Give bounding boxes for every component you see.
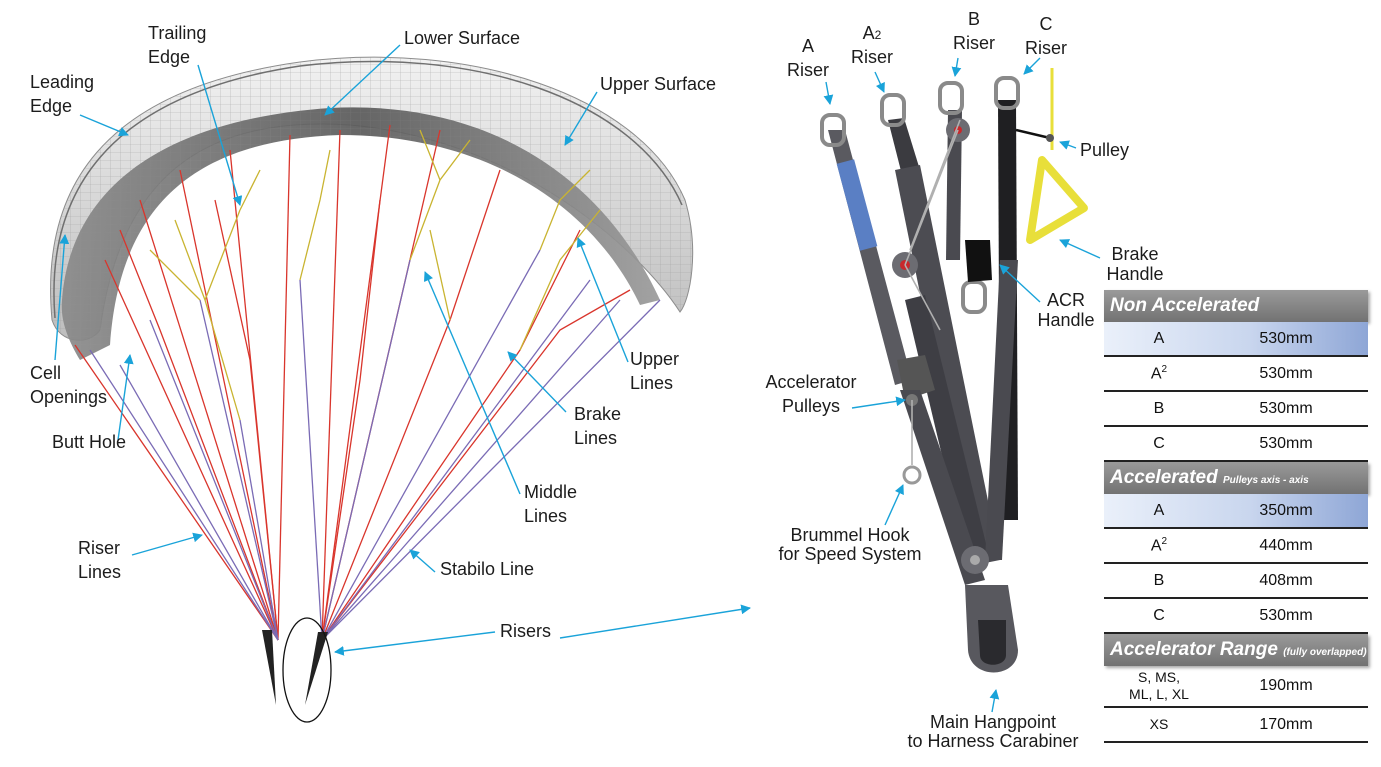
b-riser-maillon [938, 81, 964, 115]
label-upper-surface: Upper Surface [600, 74, 716, 94]
riser-highlight-ring [282, 617, 332, 723]
c-riser-maillon [994, 76, 1020, 110]
table-header-accelerated: Accelerated Pulleys axis - axis [1104, 462, 1368, 494]
a2-riser-maillon [880, 93, 906, 127]
brummel-hook [902, 465, 922, 485]
label-stabilo-line: Stabilo Line [440, 559, 534, 579]
right-riser [305, 632, 328, 705]
riser-set [820, 68, 1088, 673]
a-riser-blue-section [836, 159, 878, 251]
left-riser [262, 630, 276, 705]
paraglider-wing [50, 56, 694, 723]
annotation-arrows [54, 44, 1101, 713]
acr-handle [965, 240, 992, 282]
brake-pulley-cord [1015, 128, 1051, 140]
accelerator-pulley-block [897, 355, 935, 400]
table-header-non-accelerated: Non Accelerated [1104, 290, 1368, 322]
table-header-accelerator-range: Accelerator Range (fully overlapped) [1104, 634, 1368, 666]
suspension-lines [74, 124, 661, 641]
a-riser-maillon [820, 113, 846, 147]
label-lower-surface: Lower Surface [404, 28, 520, 48]
brake-handle [1026, 156, 1088, 244]
label-butt-hole: Butt Hole [52, 432, 126, 452]
a2-riser-strap [888, 118, 920, 175]
label-risers: Risers [500, 621, 551, 641]
label-pulley: Pulley [1080, 140, 1129, 160]
